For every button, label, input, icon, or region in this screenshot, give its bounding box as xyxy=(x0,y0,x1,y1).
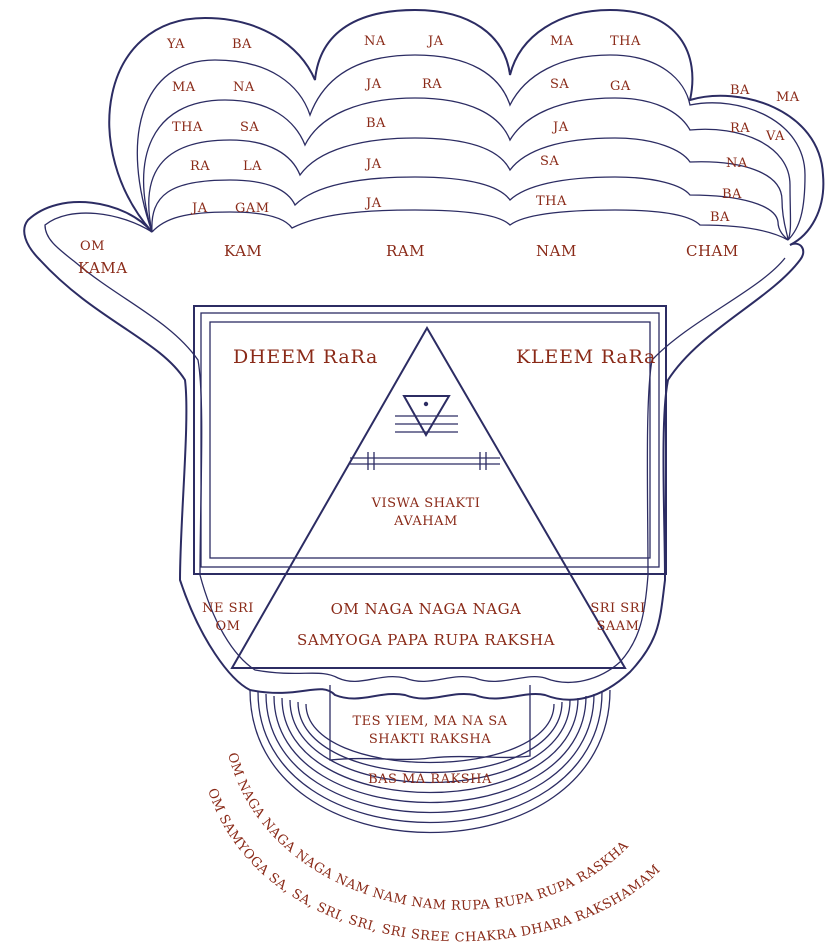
base-arc-1 xyxy=(249,689,611,834)
petal-arc-row-4 xyxy=(151,176,789,241)
petal-outer-scallops xyxy=(108,8,825,246)
scroll-line2: SHAKTI RAKSHA xyxy=(369,732,491,747)
triangle-line2: AVAHAM xyxy=(393,514,458,529)
base-arc-7 xyxy=(297,701,563,774)
petal-arc-row-5 xyxy=(151,209,789,241)
petal-label-r4-5: BA xyxy=(722,187,742,202)
petal-bottom-cham: CHAM xyxy=(686,242,739,260)
petal-label-r2-1: MA xyxy=(172,80,196,95)
petal-label-r4-2: LA xyxy=(243,159,262,174)
petal-label-r3-1: THA xyxy=(172,120,203,135)
petal-label-r1-5: MA xyxy=(550,34,574,49)
lower-center-line2: SAMYOGA PAPA RUPA RAKSHA xyxy=(297,631,555,649)
lower-left-line2: OM xyxy=(216,619,241,634)
petal-label-r2-8: VA xyxy=(765,129,785,144)
petal-label-r5-3: JA xyxy=(364,196,382,211)
petal-label-r1-4: JA xyxy=(426,34,444,49)
petal-label-r1-7: BA xyxy=(730,83,750,98)
lotus-bowl-outer xyxy=(23,201,805,701)
petal-bottom-ram: RAM xyxy=(386,242,425,260)
petal-label-r4-3: JA xyxy=(364,157,382,172)
square-right-label: KLEEM RaRa xyxy=(516,346,656,368)
scroll-box xyxy=(329,685,531,761)
lotus-bowl-inner xyxy=(44,212,786,684)
petal-label-r2-6: GA xyxy=(610,79,631,94)
petal-label-r3-4: JA xyxy=(551,120,569,135)
scroll-line1: TES YIEM, MA NA SA xyxy=(352,714,507,729)
base-arc-4 xyxy=(273,695,587,803)
petal-arc-row-1 xyxy=(136,54,806,241)
petal-label-r1-1: YA xyxy=(166,37,185,52)
petal-label-r3-5: NA xyxy=(726,156,748,171)
petal-arc-row-3 xyxy=(148,137,789,241)
base-arc-5 xyxy=(281,697,579,794)
petal-label-r3-3: BA xyxy=(366,116,386,131)
triangle-line1: VISWA SHAKTI xyxy=(371,496,481,511)
petal-label-r2-5: SA xyxy=(550,77,569,92)
petal-label-r3-2: SA xyxy=(240,120,259,135)
bindu-dot xyxy=(423,401,429,407)
square-outer xyxy=(193,305,667,575)
corner-kama: KAMA xyxy=(78,259,128,277)
petal-bottom-kam: KAM xyxy=(224,242,262,260)
petal-label-r4-1: RA xyxy=(190,159,210,174)
petal-label-r1-2: BA xyxy=(232,37,252,52)
petal-label-r5-2: GAM xyxy=(235,201,270,216)
petal-label-r5-4: THA xyxy=(536,194,567,209)
petal-label-r2-2: NA xyxy=(233,80,255,95)
petal-arc-row-2 xyxy=(142,97,792,241)
petal-bottom-nam: NAM xyxy=(536,242,577,260)
base-arc-6 xyxy=(289,699,571,783)
square-mid xyxy=(200,312,660,568)
base-inner-text: BAS MA RAKSHA xyxy=(368,772,492,787)
petal-label-r1-6: THA xyxy=(610,34,641,49)
petal-label-r1-8: MA xyxy=(776,90,800,105)
base-arc-3 xyxy=(265,693,595,814)
lower-right-line1: SRI SRI xyxy=(590,601,645,616)
petal-label-r2-7: RA xyxy=(730,121,750,136)
petal-label-r1-3: NA xyxy=(364,34,386,49)
petal-label-r2-4: RA xyxy=(422,77,442,92)
lower-right-line2: SAAM xyxy=(597,619,640,634)
base-arc-8 xyxy=(305,703,555,764)
lower-center-line1: OM NAGA NAGA NAGA xyxy=(331,600,522,618)
lower-left-line1: NE SRI xyxy=(202,601,254,616)
petal-label-r2-3: JA xyxy=(364,77,382,92)
base-arc-2 xyxy=(257,691,603,823)
petal-label-r5-5: BA xyxy=(710,210,730,225)
square-inner xyxy=(209,321,651,559)
petal-label-r5-1: JA xyxy=(190,201,208,216)
square-left-label: DHEEM RaRa xyxy=(233,346,378,368)
large-triangle xyxy=(230,326,627,669)
corner-om: OM xyxy=(80,239,105,254)
petal-label-r4-4: SA xyxy=(540,154,559,169)
